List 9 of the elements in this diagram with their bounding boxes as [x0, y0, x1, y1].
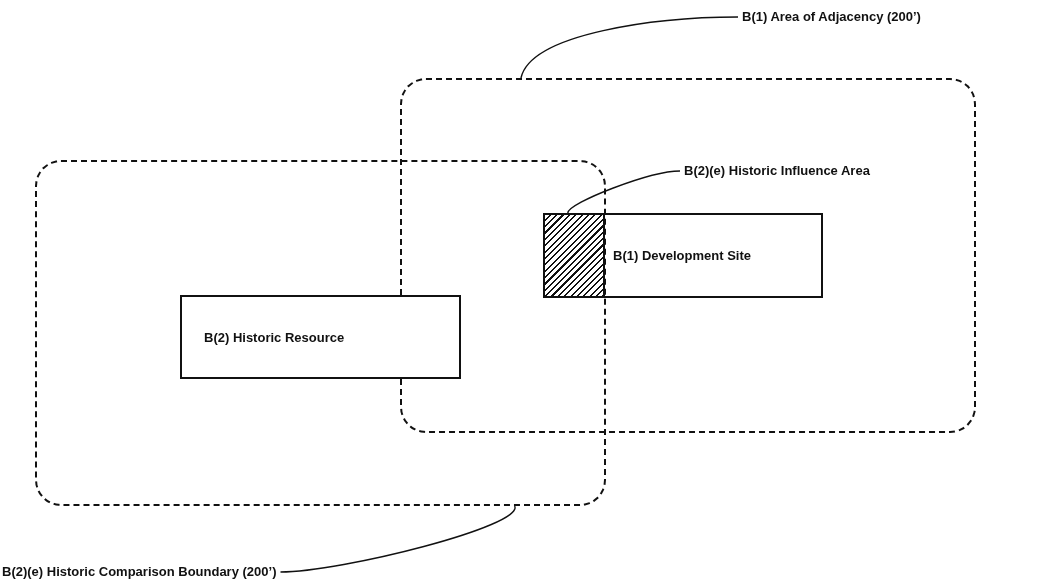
area-label: B(1) Development Site [613, 248, 751, 263]
area-label: B(2) Historic Resource [204, 329, 345, 345]
leader-line [279, 505, 516, 573]
leader-line [520, 16, 739, 79]
dashed-boundary [35, 160, 606, 506]
resource-box [180, 295, 461, 379]
leader-line [567, 170, 681, 214]
site-box [603, 213, 823, 298]
hatched-area [543, 213, 605, 298]
